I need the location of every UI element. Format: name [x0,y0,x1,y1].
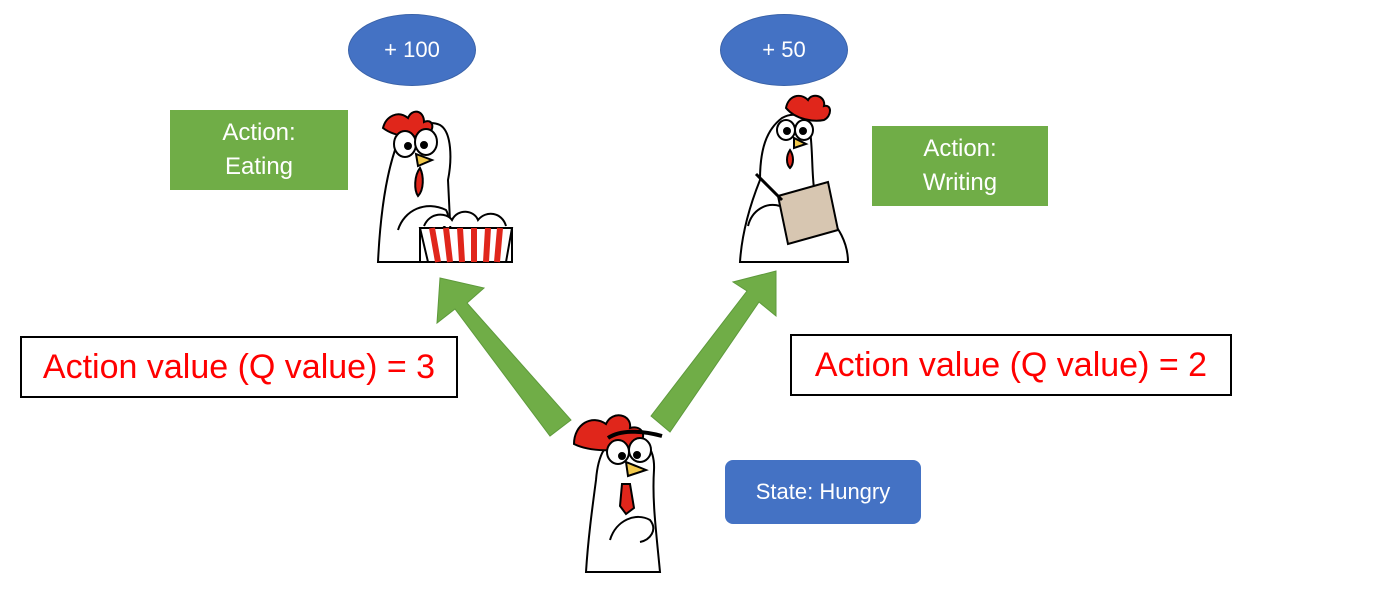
q-value-eating-text: Action value (Q value) = 3 [42,347,436,386]
state-label: State: Hungry [755,479,891,504]
arrow-up-right-icon [650,270,777,433]
chicken-writing-notepad-icon [738,94,850,263]
action-eating-line2: Eating [224,153,294,180]
action-eating-box: Action: Eating [170,110,348,190]
chicken-eating-popcorn-icon [376,110,514,263]
reward-writing-ellipse: + 50 [720,14,848,86]
arrow-up-left-icon [436,277,572,437]
state-box: State: Hungry [725,460,921,524]
action-writing-line1: Action: [923,135,997,163]
reward-writing-label: + 50 [762,37,806,62]
action-writing-box: Action: Writing [872,126,1048,206]
q-value-eating-box: Action value (Q value) = 3 [20,336,458,398]
reward-eating-label: + 100 [384,37,440,62]
action-eating-line1: Action: [222,119,296,147]
chicken-thinking-icon [572,414,663,573]
reward-eating-ellipse: + 100 [348,14,476,86]
q-value-writing-box: Action value (Q value) = 2 [790,334,1232,396]
q-value-writing-text: Action value (Q value) = 2 [814,345,1208,384]
action-writing-line2: Writing [922,169,998,196]
